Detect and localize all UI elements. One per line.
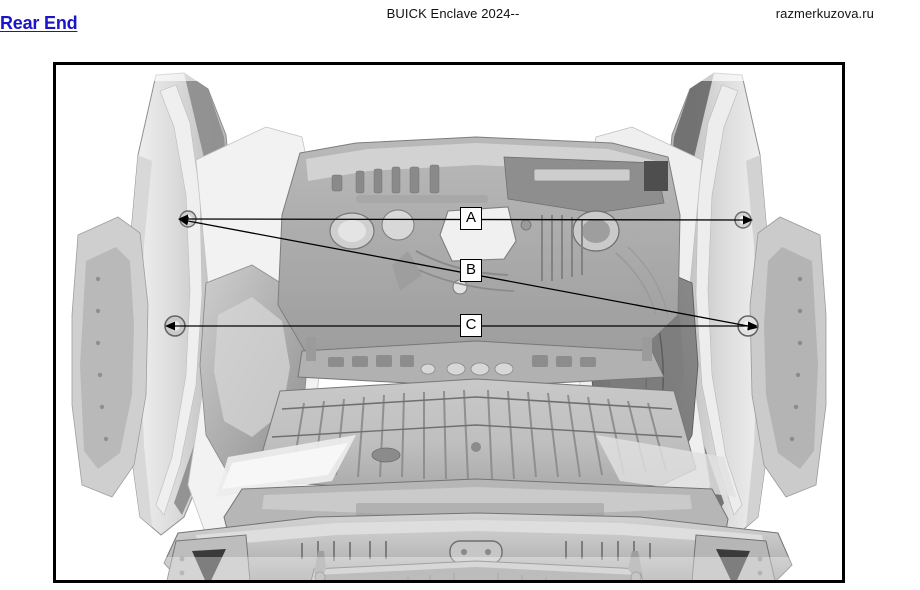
measurement-label-a: A bbox=[460, 207, 482, 230]
site-watermark: razmerkuzova.ru bbox=[775, 6, 874, 21]
diagram-frame: A B C bbox=[53, 62, 845, 583]
measurement-label-c: C bbox=[460, 314, 482, 337]
page-header: Rear End BUICK Enclave 2024-- razmerkuzo… bbox=[0, 0, 920, 46]
model-title: BUICK Enclave 2024-- bbox=[386, 6, 520, 21]
measurement-label-b: B bbox=[460, 259, 482, 282]
rear-end-body-diagram bbox=[56, 65, 842, 580]
section-title-link[interactable]: Rear End bbox=[0, 13, 78, 33]
